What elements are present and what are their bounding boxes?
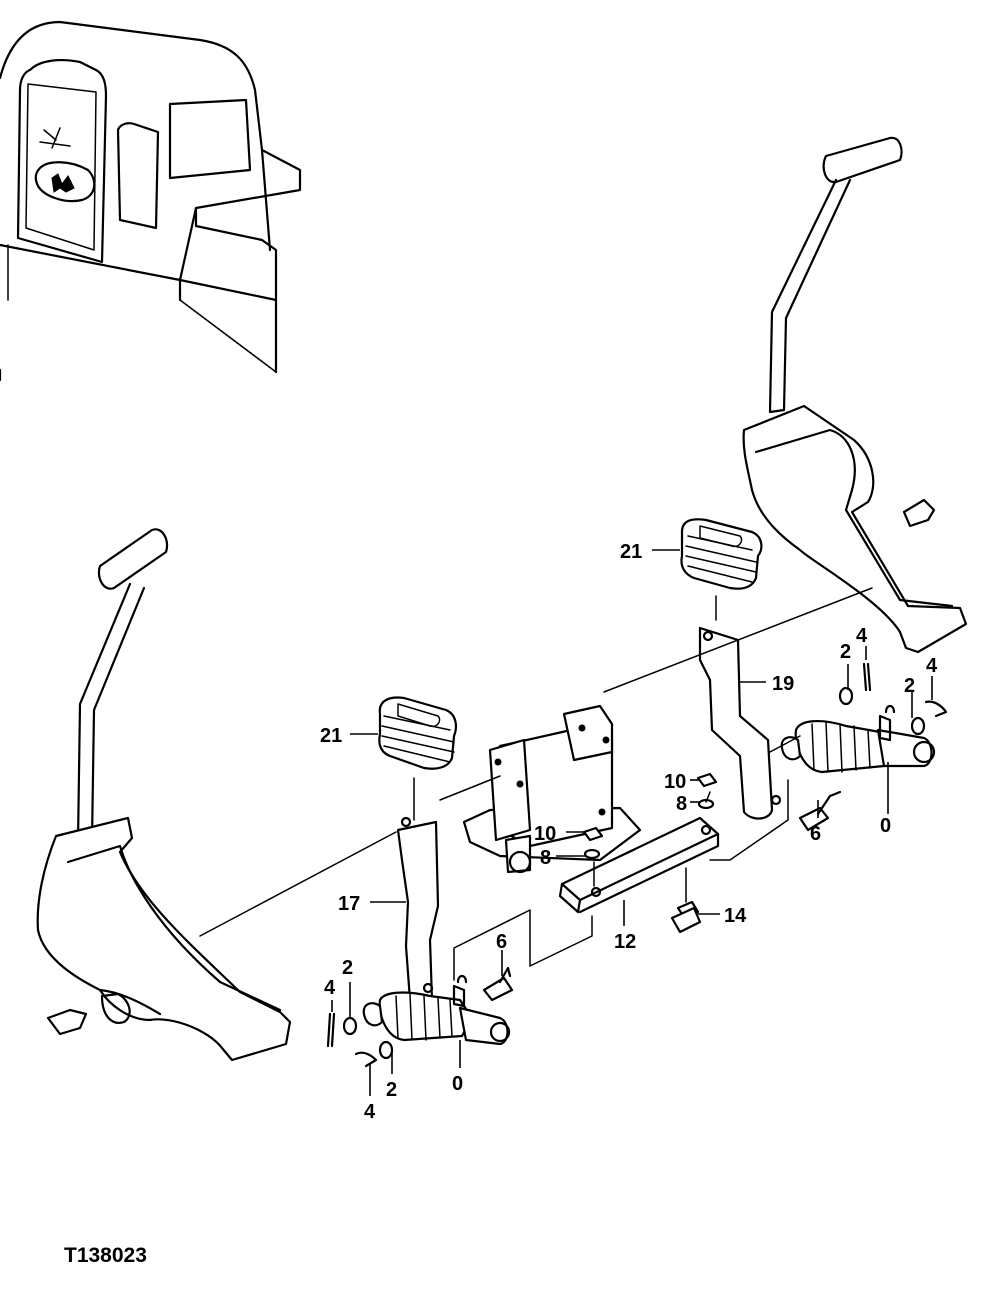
leader-lines xyxy=(331,549,933,1096)
left-travel-pedal xyxy=(36,528,292,1062)
callout-2-right-a: 2 xyxy=(840,641,851,663)
callout-2-left-b: 2 xyxy=(386,1079,397,1101)
bracket-17 xyxy=(396,816,440,1009)
cab-inset-illustration xyxy=(0,20,302,382)
bolt-6-right xyxy=(798,790,842,832)
plate-12 xyxy=(558,816,720,914)
bracket-19 xyxy=(698,626,782,820)
pedal-cover-lower xyxy=(378,696,457,770)
callout-0-left: 0 xyxy=(452,1073,463,1095)
callout-21-upper: 21 xyxy=(620,541,642,563)
callout-21-lower: 21 xyxy=(320,725,342,747)
callout-6-left: 6 xyxy=(496,931,507,953)
callout-2-left-a: 2 xyxy=(342,957,353,979)
callout-4-left-a: 4 xyxy=(324,977,336,999)
callout-4-right-a: 4 xyxy=(856,625,868,647)
right-travel-pedal xyxy=(742,136,968,654)
bolt-6-left xyxy=(482,966,514,1002)
callout-14: 14 xyxy=(724,905,747,927)
nuts-and-washers xyxy=(342,686,926,1060)
callout-10-upper: 10 xyxy=(664,771,686,793)
callout-6-right: 6 xyxy=(810,823,821,845)
bolt-14 xyxy=(670,900,702,934)
callout-12: 12 xyxy=(614,931,636,953)
callout-2-right-b: 2 xyxy=(904,675,915,697)
callout-19: 19 xyxy=(772,673,794,695)
alignment-lines xyxy=(199,587,873,981)
callout-10-lower: 10 xyxy=(534,823,556,845)
callout-4-right-b: 4 xyxy=(926,655,938,677)
callout-0-right: 0 xyxy=(880,815,891,837)
damper-left xyxy=(362,974,511,1046)
pedal-cover-upper xyxy=(680,518,763,590)
pilot-valve xyxy=(462,704,642,874)
callout-17: 17 xyxy=(338,893,360,915)
callout-4-left-b: 4 xyxy=(364,1101,376,1123)
callout-labels: 21 21 19 17 12 14 10 8 10 8 0 0 6 6 2 4 … xyxy=(320,541,938,1123)
figure-id: T138023 xyxy=(64,1244,147,1267)
callout-8-upper: 8 xyxy=(676,793,687,815)
damper-right xyxy=(780,704,936,774)
cotter-pins xyxy=(326,662,948,1068)
callout-8-lower: 8 xyxy=(540,847,551,869)
